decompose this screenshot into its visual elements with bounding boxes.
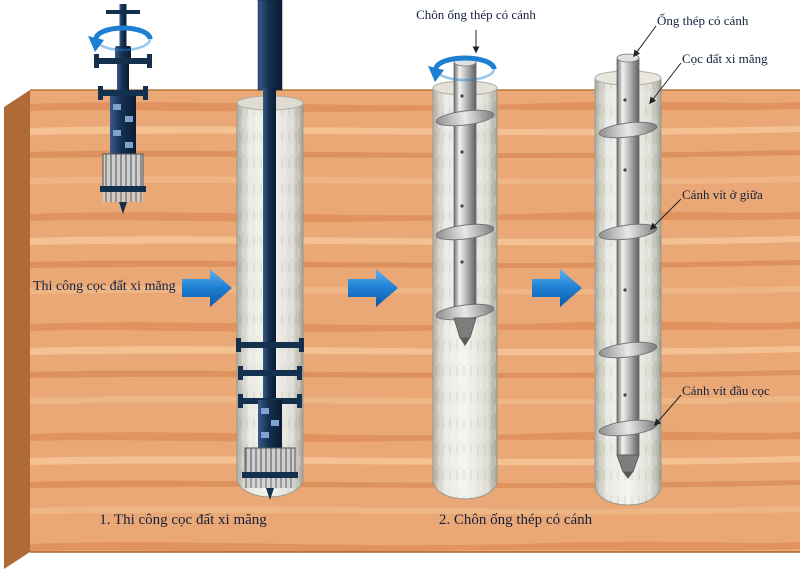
- drill-mixing-body: [258, 400, 282, 450]
- pipe-tip: [623, 472, 633, 479]
- pipe-bolt-dots: [460, 94, 464, 264]
- leader-line-column: [649, 62, 682, 105]
- helical-fin: [435, 223, 495, 241]
- label-left-process: Thi công cọc đất xi măng: [33, 279, 176, 294]
- pipe-tip: [460, 338, 470, 346]
- label-cement-column: Cọc đất xi măng: [682, 51, 768, 66]
- label-top-insert-pipe: Chôn ống thép có cánh: [416, 7, 536, 22]
- process-arrow-icon: [348, 269, 398, 307]
- caption-step2: 2. Chôn ống thép có cánh: [438, 512, 593, 528]
- pipe-bolt-dots: [623, 98, 627, 397]
- rotation-arrow-stage3: [428, 55, 497, 82]
- finned-steel-pipe-final: [598, 53, 658, 479]
- drill-tip: [266, 488, 274, 500]
- helical-fin: [435, 109, 495, 127]
- drill-head-drum: [100, 153, 146, 214]
- rotation-arrow-stage1: [88, 25, 153, 52]
- leader-line-mid-fin: [650, 198, 682, 230]
- helical-fin: [598, 341, 658, 359]
- steel-pipe: [616, 57, 640, 456]
- soil-block-side-face: [4, 90, 30, 569]
- process-arrow-icon: [532, 269, 582, 307]
- leader-line-tip-fin: [654, 394, 682, 427]
- finned-steel-pipe-inserting: [435, 57, 495, 346]
- drill-paddles-lower: [98, 86, 148, 100]
- steel-pipe: [453, 61, 477, 319]
- rotation-arrow-icon: [88, 36, 104, 52]
- process-arrows: [182, 269, 582, 307]
- drill-head-drum: [242, 447, 298, 500]
- helical-fin: [598, 121, 658, 139]
- leader-lines: [472, 25, 682, 427]
- soil-block-front-face: [30, 90, 800, 552]
- label-bottom-fin: Cánh vít đầu cọc: [682, 383, 770, 398]
- drill-mixing-body: [110, 96, 136, 154]
- drill-crossbar: [106, 10, 140, 14]
- drill-collar: [115, 46, 131, 60]
- process-arrow-icon: [182, 269, 232, 307]
- drill-paddles-upper: [94, 54, 152, 68]
- caption-step1: 1. Thi công cọc đất xi măng: [99, 512, 267, 528]
- rotation-arrow-icon: [428, 66, 444, 82]
- pipe-top-face: [616, 53, 640, 63]
- auger-drill-stage-deep: [236, 0, 304, 500]
- drill-shaft: [263, 88, 276, 456]
- drill-tip: [119, 202, 127, 214]
- label-steel-pipe: Ống thép có cánh: [657, 13, 749, 28]
- drill-shaft: [117, 64, 129, 94]
- soil-block: [4, 89, 800, 569]
- drill-upper-mast: [257, 0, 283, 91]
- label-middle-fin: Cánh vít ở giữa: [682, 187, 763, 202]
- leader-line-pipe: [633, 25, 657, 58]
